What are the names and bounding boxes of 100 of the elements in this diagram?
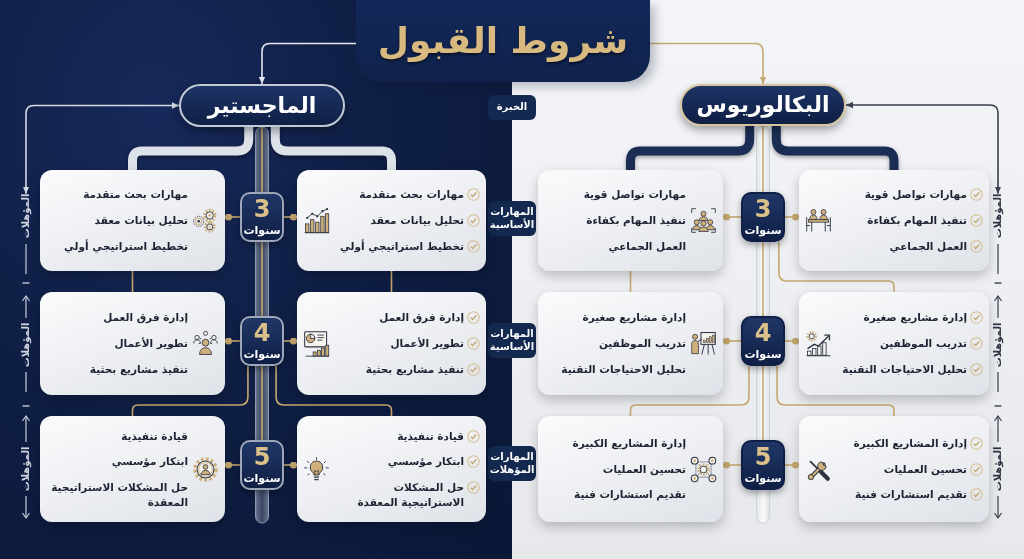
skill-card [538, 416, 723, 522]
degree-pill: البكالوريوس [680, 84, 846, 126]
section-tab: المهارات الأساسية [488, 201, 536, 236]
connector-line [261, 365, 263, 441]
skill-text: تحسين العمليات [602, 461, 686, 477]
skill-text: مهارات بحث متقدمة [83, 187, 188, 203]
skill-text: مهارات تواصل قوية [583, 187, 686, 203]
skill-text: إدارة مشاريع صغيرة [863, 310, 967, 326]
skill-text: ابتكار مؤسسي [111, 454, 188, 469]
skill-text: إدارة المشاريع الكبيرة [853, 435, 967, 451]
years-unit: سنوات [744, 347, 782, 362]
connector-line [224, 461, 241, 469]
skill-card [799, 170, 989, 271]
skill-text: تحليل بيانات معقد [370, 213, 464, 228]
connector-line [283, 461, 298, 469]
years-number: 5 [754, 444, 772, 469]
connector-line [224, 337, 241, 345]
skill-card [40, 292, 225, 395]
vertical-label: المؤهلات [992, 193, 1004, 239]
skill-card [40, 170, 225, 271]
connector-line [629, 270, 632, 293]
skill-text: تنفيذ المهام بكفاءة [867, 213, 967, 228]
skill-text: العمل الجماعي [608, 238, 686, 254]
skill-card [538, 292, 723, 395]
skill-text: تحليل الاحتياجات التقنية [561, 361, 686, 377]
title-text: شروط القبول [377, 19, 629, 63]
skill-card [799, 292, 989, 395]
years-badge [741, 316, 785, 366]
skill-text: إدارة مشاريع صغيرة [582, 310, 686, 326]
years-number: 3 [253, 196, 271, 221]
connector-line [283, 213, 298, 221]
skill-text: تنفيذ مشاريع بحثية [89, 361, 188, 377]
pipe-connector [128, 127, 254, 170]
years-unit: سنوات [744, 471, 782, 486]
years-badge [240, 192, 284, 242]
skill-text: إدارة فرق العمل [103, 310, 188, 326]
years-number: 4 [253, 320, 271, 345]
pipe-connector [270, 127, 396, 170]
skill-text: مهارات تواصل قوية [864, 187, 967, 203]
vertical-label: المؤهلات [20, 193, 32, 239]
connector-line [131, 270, 134, 293]
skill-text: تطوير الأعمال [390, 336, 464, 351]
skill-text: قيادة تنفيذية [121, 428, 188, 444]
skill-card [538, 170, 723, 271]
skill-card [799, 416, 989, 522]
skill-card [297, 416, 486, 522]
skill-text: تحسين العمليات [883, 461, 967, 477]
connector-line [390, 270, 393, 293]
connector-line [762, 365, 764, 441]
years-number: 5 [253, 444, 271, 469]
skill-text: تدريب الموظفين [598, 336, 686, 351]
skill-text: ابتكار مؤسسي [387, 454, 464, 469]
arrow [22, 102, 180, 195]
years-badge [741, 440, 785, 490]
connector-line [131, 365, 249, 417]
connector-line [762, 241, 764, 317]
skill-text: تقديم استشارات فنية [855, 487, 967, 503]
connector-line [784, 213, 800, 221]
skill-text: تنفيذ مشاريع بحثية [365, 361, 464, 377]
arrow [649, 42, 767, 85]
years-badge [240, 440, 284, 490]
skill-card [40, 416, 225, 522]
skill-text: تخطيط استراتيجي أولي [63, 238, 188, 254]
skill-text: تطوير الأعمال [114, 336, 188, 351]
connector-line [784, 337, 800, 345]
connector-line [722, 337, 742, 345]
pipe-connector [626, 126, 755, 170]
years-number: 3 [754, 196, 772, 221]
section-tab: المهارات الأساسية [488, 323, 536, 358]
connector-line [224, 213, 241, 221]
skill-text: حل المشكلات الاستراتيجية المعقدة [356, 480, 464, 510]
degree-pill: الماجستير [179, 84, 345, 127]
years-badge [741, 192, 785, 242]
skill-text: قيادة تنفيذية [397, 428, 464, 444]
skill-text: تدريب الموظفين [879, 336, 967, 351]
skill-text: تحليل الاحتياجات التقنية [842, 361, 967, 377]
skill-text: تخطيط استراتيجي أولي [339, 238, 464, 254]
skill-card [297, 292, 486, 395]
skill-text: إدارة فرق العمل [379, 310, 464, 326]
skill-text: إدارة المشاريع الكبيرة [572, 435, 686, 451]
connector-line [275, 365, 393, 417]
years-unit: سنوات [243, 223, 281, 238]
connector-line [722, 213, 742, 221]
years-number: 4 [754, 320, 772, 345]
skill-text: تحليل بيانات معقد [94, 213, 188, 228]
section-tab: المهارات المؤهلات [488, 446, 536, 481]
connector-line [261, 126, 263, 193]
skill-card [297, 170, 486, 271]
connector-line [629, 365, 750, 417]
arrow [845, 101, 1002, 195]
connector-line [722, 461, 742, 469]
connector-line [283, 337, 298, 345]
connector-line [776, 365, 895, 417]
skill-text: العمل الجماعي [889, 238, 967, 254]
skill-text: مهارات بحث متقدمة [359, 187, 464, 203]
skill-text: تقديم استشارات فنية [574, 487, 686, 503]
pipe-connector [771, 126, 899, 170]
arrow [258, 42, 357, 85]
skill-text: تنفيذ المهام بكفاءة [586, 213, 686, 228]
connector-line [762, 125, 764, 193]
